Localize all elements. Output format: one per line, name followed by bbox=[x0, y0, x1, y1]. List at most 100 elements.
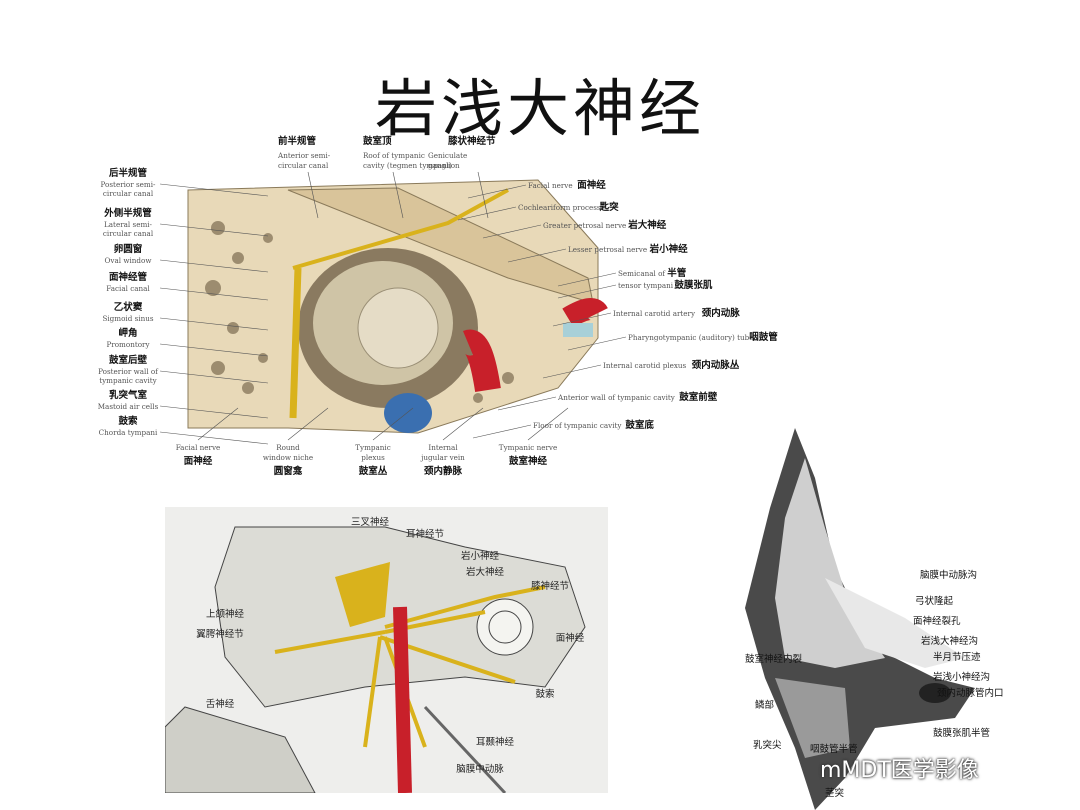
label-a-left-zh: 面神经管 bbox=[109, 271, 148, 283]
label-a-left-en: Chorda tympani bbox=[99, 428, 158, 437]
leader-line bbox=[159, 431, 269, 445]
label-a-left-en: Posterior semi- bbox=[101, 180, 157, 189]
label-a-bottom-en: Facial nerve bbox=[176, 443, 221, 452]
label-b: 上颌神经 bbox=[206, 608, 245, 620]
label-a-right-zh: 岩小神经 bbox=[649, 243, 689, 255]
label-a-right-zh: 匙突 bbox=[599, 201, 620, 213]
label-a-left-zh: 外侧半规管 bbox=[103, 207, 152, 219]
label-b: 翼腭神经节 bbox=[196, 628, 244, 640]
label-c: 面神经裂孔 bbox=[913, 615, 961, 627]
label-c: 岩浅大神经沟 bbox=[921, 635, 978, 647]
leader-line bbox=[527, 407, 569, 441]
label-a-right-en: Internal carotid plexus bbox=[603, 361, 687, 370]
label-c: 鼓室神经内裂 bbox=[745, 653, 803, 665]
leader-line bbox=[159, 343, 269, 357]
label-a-left-en: Posterior wall of bbox=[98, 367, 159, 376]
label-a-left-zh: 岬角 bbox=[118, 327, 137, 339]
label-a-bottom-en: Round bbox=[276, 443, 300, 452]
watermark: mMDT医学影像 bbox=[820, 758, 979, 783]
label-b: 面神经 bbox=[556, 632, 585, 644]
label-c: 半月节压迹 bbox=[933, 651, 981, 663]
label-a-left-zh: 乙状窦 bbox=[114, 301, 143, 313]
leader-line bbox=[477, 171, 489, 219]
leader-line bbox=[552, 312, 612, 327]
label-a-top-en: Roof of tympanic bbox=[363, 151, 425, 160]
label-a-left-zh: 后半规管 bbox=[109, 167, 148, 179]
leader-line bbox=[442, 407, 484, 441]
leader-line bbox=[557, 284, 617, 299]
label-c: 鳞部 bbox=[755, 699, 774, 711]
label-a-bottom-zh: 鼓室丛 bbox=[359, 465, 388, 477]
label-a-right-zh: 面神经 bbox=[577, 179, 606, 191]
label-a-right-zh: 咽鼓管 bbox=[749, 331, 778, 343]
label-a-right-en: tensor tympani bbox=[618, 281, 674, 290]
label-a-top-zh: 膝状神经节 bbox=[448, 135, 496, 147]
label-b: 鼓索 bbox=[535, 688, 554, 700]
label-a-right-en: Internal carotid artery bbox=[613, 309, 696, 318]
label-c: 弓状隆起 bbox=[915, 595, 954, 607]
label-a-bottom-en2: plexus bbox=[361, 453, 385, 462]
leader-line bbox=[159, 259, 269, 273]
label-a-left-en2: tympanic cavity bbox=[99, 376, 157, 385]
label-a-top-zh: 鼓室顶 bbox=[363, 135, 392, 147]
label-c: 咽鼓管半管 bbox=[810, 743, 858, 755]
label-a-bottom-zh: 圆窗龛 bbox=[274, 465, 303, 477]
label-c: 鼓膜张肌半管 bbox=[933, 727, 990, 739]
label-a-right-zh: 鼓膜张肌 bbox=[674, 279, 713, 291]
leader-line bbox=[307, 171, 319, 219]
slide-title: 岩浅大神经 bbox=[374, 72, 705, 145]
leader-line bbox=[159, 317, 269, 331]
label-c: 岩浅小神经沟 bbox=[933, 671, 990, 683]
label-a-right-en: Pharyngotympanic (auditory) tube bbox=[628, 333, 753, 342]
label-a-bottom-en: Tympanic nerve bbox=[499, 443, 557, 452]
label-a-left-en: Mastoid air cells bbox=[98, 402, 159, 411]
label-a-left-zh: 乳突气室 bbox=[109, 389, 148, 401]
label-a-left-en2: circular canal bbox=[103, 189, 154, 198]
leader-line bbox=[472, 424, 532, 439]
label-a-top-en2: ganglion bbox=[428, 161, 460, 170]
label-a-bottom-zh: 鼓室神经 bbox=[509, 455, 548, 467]
leader-line bbox=[159, 183, 269, 197]
leader-line bbox=[197, 407, 239, 441]
label-a-right-en: Lesser petrosal nerve bbox=[568, 245, 647, 254]
leader-line bbox=[159, 287, 269, 301]
label-a-right-zh: 岩大神经 bbox=[627, 219, 667, 231]
nerve-pathway-diagram: 三叉神经耳神经节岩小神经岩大神经膝神经节上颌神经翼腭神经节面神经鼓索舌神经耳颞神… bbox=[165, 507, 608, 793]
label-a-right-en: Facial nerve bbox=[528, 181, 573, 190]
label-b: 三叉神经 bbox=[351, 516, 390, 528]
label-a-left-en: Facial canal bbox=[106, 284, 150, 293]
label-a-right-en: Cochleariform process bbox=[518, 203, 601, 212]
label-a-right-zh: 颈内动脉 bbox=[701, 307, 741, 319]
label-a-top-en2: circular canal bbox=[278, 161, 329, 170]
leader-line bbox=[557, 272, 617, 287]
label-b: 岩大神经 bbox=[466, 566, 505, 578]
label-a-right-zh: 鼓室底 bbox=[625, 419, 654, 431]
leader-line bbox=[507, 248, 567, 263]
leader-line bbox=[457, 206, 517, 221]
label-a-bottom-zh: 面神经 bbox=[184, 455, 213, 467]
leader-line bbox=[467, 184, 527, 199]
label-a-top-en2: cavity (tegmen tympani) bbox=[363, 161, 452, 170]
label-a-left-zh: 鼓索 bbox=[118, 415, 138, 427]
leader-line bbox=[482, 224, 542, 239]
label-a-bottom-en: Tympanic bbox=[355, 443, 391, 452]
label-a-left-en2: circular canal bbox=[103, 229, 154, 238]
label-a-right-en: Floor of tympanic cavity bbox=[533, 421, 622, 430]
label-c: 茎突 bbox=[825, 787, 845, 799]
leader-line bbox=[287, 407, 329, 441]
label-a-right-zh: 鼓室前壁 bbox=[679, 391, 718, 403]
leader-line bbox=[567, 336, 627, 351]
label-a-bottom-zh: 颈内静脉 bbox=[423, 465, 463, 477]
label-a-top-en: Geniculate bbox=[428, 151, 467, 160]
label-a-right-en: Anterior wall of tympanic cavity bbox=[557, 393, 676, 402]
label-a-right-zh: 颈内动脉丛 bbox=[691, 359, 740, 371]
leader-line bbox=[392, 171, 404, 219]
leader-line bbox=[159, 223, 269, 237]
label-c: 颈内动脉管内口 bbox=[937, 687, 1004, 699]
label-b: 岩小神经 bbox=[461, 550, 500, 562]
label-a-left-zh: 鼓室后壁 bbox=[109, 354, 148, 366]
label-a-bottom-en: Internal bbox=[428, 443, 458, 452]
temporal-bone-diagram: 脑膜中动脉沟弓状隆起面神经裂孔岩浅大神经沟半月节压迹鼓室神经内裂岩浅小神经沟颈内… bbox=[745, 428, 1004, 810]
label-b: 舌神经 bbox=[206, 698, 235, 710]
